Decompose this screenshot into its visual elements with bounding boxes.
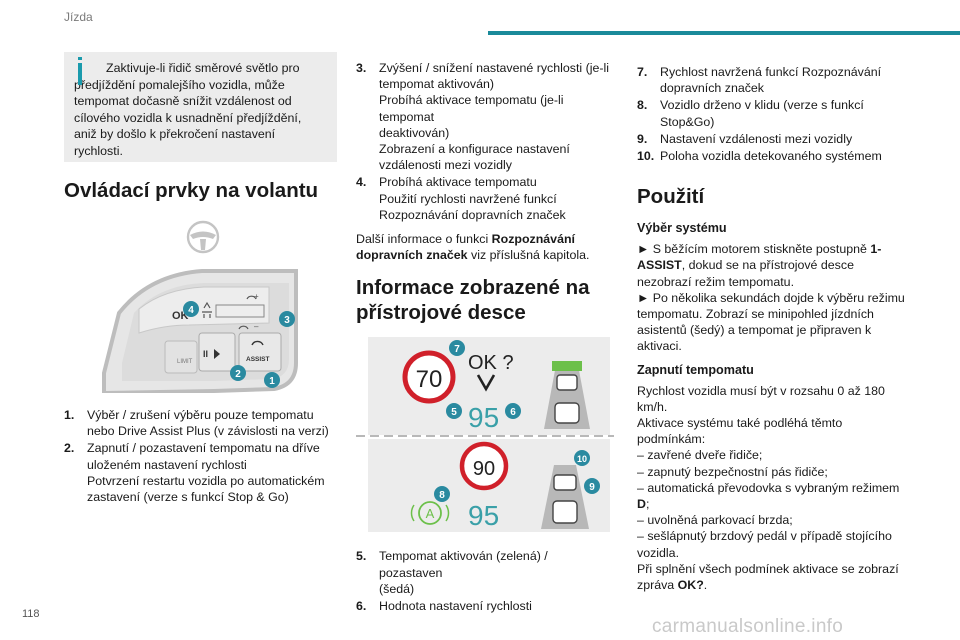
condition-item: – zapnutý bezpečnostní pás řidiče;	[637, 464, 828, 479]
section-heading-usage: Použití	[637, 185, 705, 209]
svg-text:1: 1	[269, 376, 275, 387]
svg-text:II: II	[203, 349, 208, 359]
ok-prompt: OK ?	[468, 352, 514, 374]
speed-sign-top: 70	[402, 350, 456, 404]
callout-7: 7	[449, 340, 465, 357]
paragraph: ► Po několika sekundách dojde k výběru r…	[637, 290, 905, 354]
svg-text:A: A	[426, 506, 435, 521]
more-info-paragraph: Další informace o funkci Rozpoznávání do…	[356, 232, 590, 263]
condition-item: – automatická převodovka s vybraným reži…	[637, 480, 900, 512]
speed-up-icon	[246, 295, 257, 300]
assist-label: ASSIST	[246, 356, 270, 363]
list-item: 8. Vozidlo drženo v klidu (verze s funkc…	[637, 98, 864, 129]
callout-3: 3	[279, 311, 295, 327]
auto-hold-icon: A	[410, 501, 450, 526]
svg-text:3: 3	[284, 315, 290, 326]
callout-10: 10	[574, 450, 590, 467]
svg-text:8: 8	[439, 490, 445, 501]
list-item: 10. Poloha vozidla detekovaného systémem	[637, 149, 882, 164]
controls-list: 1. Výběr / zrušení výběru pouze tempomat…	[64, 407, 337, 505]
svg-text:–: –	[254, 322, 259, 331]
list-item: 1. Výběr / zrušení výběru pouze tempomat…	[64, 408, 329, 439]
speed-sign-bottom: 90	[459, 442, 509, 491]
info-note-text: Zaktivuje-li řidič směrové světlo pro př…	[74, 61, 302, 158]
steering-wheel-icon	[186, 220, 220, 254]
list-item: 6. Hodnota nastavení rychlosti	[356, 599, 532, 614]
list-item: 9. Nastavení vzdálenosti mezi vozidly	[637, 131, 853, 146]
steering-wheel-controls-figure: OK + – LIMIT II ASSIST 4 3 2 1	[102, 220, 298, 393]
condition-item: – uvolněná parkovací brzda;	[637, 513, 793, 528]
condition-item: – zavřené dveře řidiče;	[637, 448, 763, 463]
page-number: 118	[22, 608, 40, 620]
set-speed-top: 95	[468, 402, 499, 433]
condition-item: – sešlápnutý brzdový pedál v případě sto…	[637, 529, 892, 560]
resume-icon	[214, 349, 220, 359]
paragraph: ► S běžícím motorem stiskněte postupně 1…	[637, 242, 882, 289]
set-speed-bottom: 95	[468, 500, 499, 531]
link-traffic-sign-recognition: Rozpoznávání dopravních značek	[356, 232, 575, 263]
column-2: 3. Zvýšení / snížení nastavené rychlosti…	[356, 52, 614, 615]
adaptive-cruise-icon-bottom	[541, 465, 589, 530]
svg-text:2: 2	[235, 369, 241, 380]
callout-8: 8	[434, 486, 450, 503]
svg-text:7: 7	[454, 344, 460, 355]
svg-text:10: 10	[577, 454, 587, 464]
display-list: 5. Tempomat aktivován (zelená) / pozasta…	[356, 548, 614, 614]
callout-6: 6	[505, 403, 521, 420]
info-note: Zaktivuje-li řidič směrové světlo pro př…	[64, 52, 337, 162]
limit-label: LIMIT	[177, 359, 193, 365]
adaptive-cruise-icon-top	[544, 361, 590, 430]
svg-text:+: +	[254, 292, 259, 301]
svg-text:6: 6	[510, 407, 516, 418]
paragraph: Při splnění všech podmínek aktivace se z…	[637, 561, 899, 593]
assist-icon	[251, 340, 264, 346]
watermark: carmanualsonline.info	[652, 616, 844, 637]
callout-5: 5	[446, 403, 462, 420]
svg-text:4: 4	[188, 305, 194, 316]
list-item: 3. Zvýšení / snížení nastavené rychlosti…	[356, 61, 610, 173]
svg-text:5: 5	[451, 407, 457, 418]
svg-text:70: 70	[416, 366, 443, 393]
list-item: 7. Rychlost navržená funkcí Rozpoznávání…	[637, 65, 882, 96]
subheading-cruise-on: Zapnutí tempomatu	[637, 362, 754, 377]
list-item: 2. Zapnutí / pozastavení tempomatu na dř…	[64, 441, 325, 505]
header-accent-bar	[488, 31, 960, 35]
svg-text:9: 9	[589, 482, 595, 493]
column-1: Zaktivuje-li řidič směrové světlo pro př…	[64, 52, 337, 506]
list-item: 5. Tempomat aktivován (zelená) / pozasta…	[356, 549, 548, 596]
callout-1: 1	[264, 372, 280, 388]
section-heading-controls: Ovládací prvky na volantu	[64, 179, 319, 202]
callout-4: 4	[183, 301, 199, 317]
instrument-panel-figure: 70 OK ? 95 7 5 6 90 95 A 10 9 8	[356, 337, 614, 533]
header-title: Jízda	[64, 10, 93, 24]
info-icon	[78, 57, 82, 85]
display-list-continued: 7. Rychlost navržená funkcí Rozpoznávání…	[637, 64, 905, 164]
svg-text:90: 90	[473, 458, 495, 480]
speed-down-icon	[238, 325, 249, 330]
arrow-down-icon	[476, 374, 496, 393]
callout-2: 2	[230, 365, 246, 381]
distance-icon	[202, 301, 212, 318]
column-3: 7. Rychlost navržená funkcí Rozpoznávání…	[637, 52, 905, 593]
subheading-system-selection: Výběr systému	[637, 221, 727, 236]
paragraph: Rychlost vozidla musí být v rozsahu 0 až…	[637, 383, 885, 414]
callout-9: 9	[584, 478, 600, 495]
paragraph: Aktivace systému také podléhá těmto podm…	[637, 416, 843, 447]
controls-list-continued: 3. Zvýšení / snížení nastavené rychlosti…	[356, 60, 614, 223]
